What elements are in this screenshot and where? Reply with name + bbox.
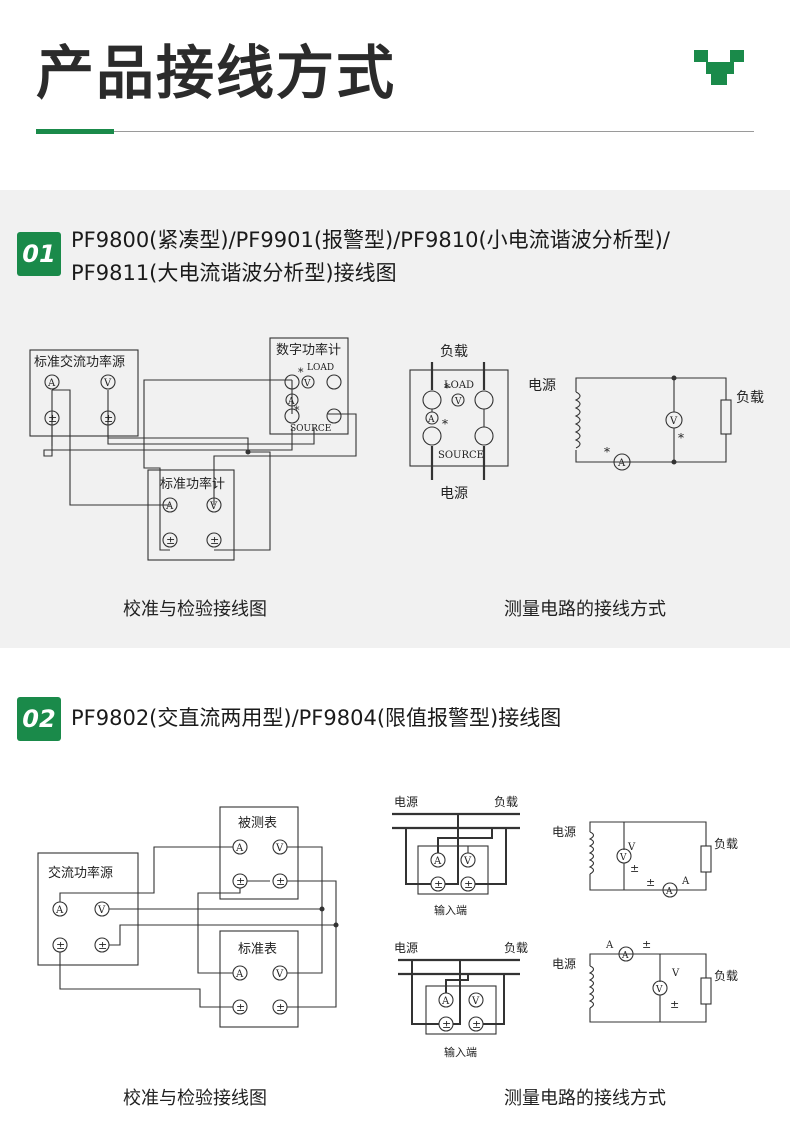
source-label: 电源 <box>394 795 418 809</box>
label-pm: ± <box>642 938 651 951</box>
terminal-pm: ± <box>210 534 219 547</box>
terminal-v: V <box>463 856 472 867</box>
terminal-pm: ± <box>48 412 57 425</box>
caption-measurement: 测量电路的接线方式 <box>504 1088 666 1109</box>
load-label: 负载 <box>504 941 528 955</box>
terminal-pm: ± <box>276 1001 285 1014</box>
label-a: A <box>605 940 614 951</box>
terminal-pm: ± <box>472 1018 481 1031</box>
source-tag: SOURCE <box>290 424 331 434</box>
input-terminal-label: 输入端 <box>434 903 467 917</box>
std-meter-label: 标准表 <box>238 942 277 957</box>
load-tag: LOAD <box>307 363 334 373</box>
terminal-a: A <box>235 969 244 980</box>
source-tag: SOURCE <box>438 450 484 461</box>
terminal-pm: ± <box>104 412 113 425</box>
circuit-source-label: 电源 <box>528 378 556 394</box>
page-header: 产品接线方式 <box>0 0 790 190</box>
ac-source-label: 交流功率源 <box>48 865 113 881</box>
terminal-v: V <box>454 397 462 407</box>
terminal-v: V <box>303 379 311 389</box>
terminal-a: A <box>235 843 244 854</box>
section-02: 02 PF9802(交直流两用型)/PF9804(限值报警型)接线图 交流功率源 <box>0 648 790 1148</box>
schematic-source-label: 电源 <box>552 957 576 971</box>
caption-calibration: 校准与检验接线图 <box>123 1088 267 1109</box>
label-v: V <box>671 968 680 979</box>
section-title: PF9802(交直流两用型)/PF9804(限值报警型)接线图 <box>71 706 562 730</box>
polarity-star: * <box>294 404 300 417</box>
label-v: V <box>627 842 636 853</box>
terminal-v: V <box>471 996 480 1007</box>
load-label: 负载 <box>494 795 518 809</box>
ammeter-a: A <box>621 951 629 961</box>
section-title-line1: PF9800(紧凑型)/PF9901(报警型)/PF9810(小电流谐波分析型)… <box>71 228 670 252</box>
schematic-load-label: 负载 <box>714 969 738 983</box>
page-title: 产品接线方式 <box>36 39 397 107</box>
terminal-a: A <box>47 378 56 389</box>
label-pm: ± <box>670 998 679 1011</box>
digital-meter-label: 数字功率计 <box>276 342 341 358</box>
header-accent-bar <box>36 129 114 134</box>
terminal-a: A <box>441 996 450 1007</box>
polarity-star: * <box>442 417 448 431</box>
terminal-v: V <box>209 501 218 512</box>
std-source-label: 标准交流功率源 <box>34 354 125 370</box>
calibration-wiring-diagram-2: 交流功率源 被测表 标准表 A V ± ± A V ± ± A V ± ± <box>37 806 339 1028</box>
section-number-badge: 02 <box>17 697 61 741</box>
section-01: 01 PF9800(紧凑型)/PF9901(报警型)/PF9810(小电流谐波分… <box>0 190 790 648</box>
schematic-load-label: 负载 <box>714 837 738 851</box>
source-label: 电源 <box>440 486 468 502</box>
ammeter-a: A <box>665 887 673 897</box>
terminal-pm: ± <box>276 875 285 888</box>
label-a: A <box>681 876 690 887</box>
terminal-pm: ± <box>236 875 245 888</box>
circuit-load-label: 负载 <box>736 390 764 406</box>
input-terminal-label: 输入端 <box>444 1045 477 1058</box>
green-checkmark-blocks-icon <box>694 50 744 85</box>
terminal-pm: ± <box>434 878 443 891</box>
polarity-star: * <box>678 431 684 445</box>
terminal-pm: ± <box>442 1018 451 1031</box>
label-pm: ± <box>630 862 639 875</box>
polarity-star: * <box>604 445 610 459</box>
terminal-pm: ± <box>236 1001 245 1014</box>
ammeter-a: A <box>617 458 626 469</box>
terminal-a: A <box>55 905 64 916</box>
terminal-v: V <box>275 969 284 980</box>
measurement-wiring-diagram-2: 电源 负载 输入端 A V ± ± 电源 负载 输入端 A V ± ± 电源 负… <box>392 795 738 1058</box>
load-tag: LOAD <box>444 380 474 391</box>
caption-measurement: 测量电路的接线方式 <box>504 599 666 620</box>
terminal-pm: ± <box>56 939 65 952</box>
terminal-v: V <box>97 905 106 916</box>
measurement-wiring-diagram: 负载 电源 LOAD SOURCE V A * * 电源 负载 V A * * <box>409 344 764 502</box>
source-label: 电源 <box>394 941 418 955</box>
terminal-pm: ± <box>98 939 107 952</box>
terminal-pm: ± <box>166 534 175 547</box>
section-title-line2: PF9811(大电流谐波分析型)接线图 <box>71 261 397 285</box>
label-pm: ± <box>646 876 655 889</box>
schematic-source-label: 电源 <box>552 825 576 839</box>
calibration-wiring-diagram: 标准交流功率源 数字功率计 标准功率计 LOAD SOURCE A V ± ± … <box>29 337 357 561</box>
dut-label: 被测表 <box>238 816 277 831</box>
terminal-a: A <box>427 415 435 425</box>
voltmeter-v: V <box>655 985 663 995</box>
terminal-a: A <box>287 397 295 407</box>
terminal-pm: ± <box>464 878 473 891</box>
terminal-v: V <box>275 843 284 854</box>
section-number-badge: 01 <box>17 232 61 276</box>
polarity-star: * <box>444 381 450 395</box>
voltmeter-v: V <box>619 853 627 863</box>
header-divider <box>36 131 754 132</box>
caption-calibration: 校准与检验接线图 <box>123 599 267 620</box>
std-meter-label: 标准功率计 <box>160 476 225 492</box>
terminal-a: A <box>433 856 442 867</box>
polarity-star: * <box>298 366 304 379</box>
terminal-v: V <box>103 378 112 389</box>
terminal-a: A <box>165 501 174 512</box>
voltmeter-v: V <box>669 416 678 427</box>
load-label: 负载 <box>440 344 468 360</box>
